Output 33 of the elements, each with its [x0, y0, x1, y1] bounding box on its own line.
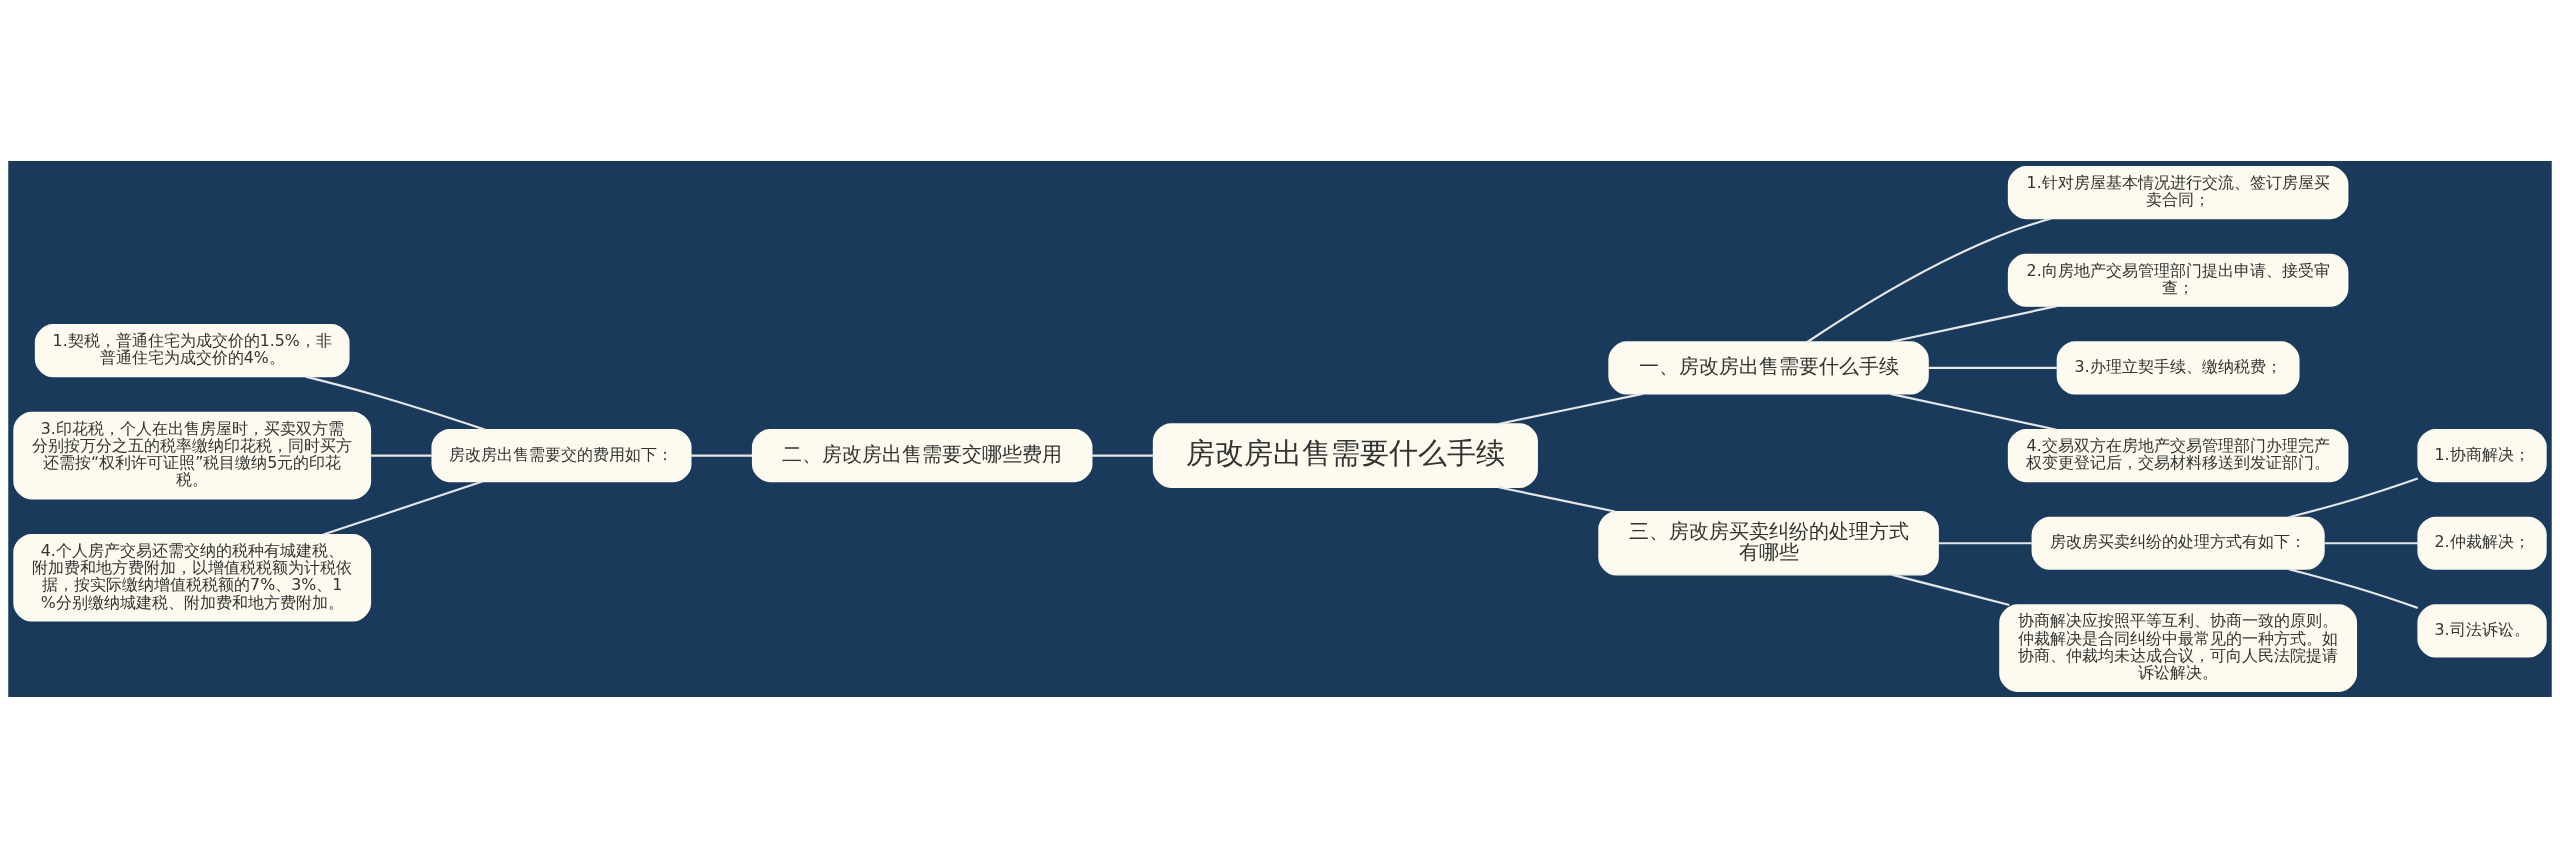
- connector: [1892, 573, 2010, 606]
- node-box: 二、房改房出售需要交哪些费用: [751, 428, 1093, 482]
- connector: [2288, 567, 2419, 609]
- node-box: 3.司法诉讼。: [2417, 603, 2547, 657]
- node-box: 3.印花税，个人在出售房屋时，买卖双方需分别按万分之五的税率缴纳印花税，同时买方还需按“权利许可证照”税目缴纳5元的印花税。: [13, 411, 372, 499]
- node-box: 三、房改房买卖纠纷的处理方式有哪些: [1598, 510, 1939, 576]
- connector: [691, 454, 753, 457]
- node-box: 房改房出售需要什么手续: [1152, 422, 1538, 488]
- connector: [1890, 392, 2057, 431]
- connector: [305, 375, 486, 431]
- node-box: 1.针对房屋基本情况进行交流、签订房屋买卖合同；: [2007, 165, 2349, 219]
- node-box: 房改房出售需要交的费用如下：: [431, 428, 692, 482]
- node-box: 4.个人房产交易还需交纳的税种有城建税、附加费和地方费附加，以增值税税额为计税依据，按实际缴纳增值税税额的7%、3%、1%分别缴纳城建税、附加费和地方费附加。: [13, 533, 372, 622]
- node-box: 房改房买卖纠纷的处理方式有如下：: [2031, 516, 2325, 570]
- connector: [1890, 304, 2057, 343]
- connector: [1928, 366, 2058, 369]
- connector: [2324, 541, 2419, 544]
- connector: [1498, 392, 1643, 425]
- connector: [1498, 485, 1616, 513]
- connector: [2288, 477, 2419, 518]
- connector: [370, 454, 432, 457]
- connector: [1938, 541, 2032, 544]
- node-box: 2.仲裁解决；: [2417, 516, 2547, 570]
- node-box: 协商解决应按照平等互利、协商一致的原则。仲裁解决是合同纠纷中最常见的一种方式。如协商、仲裁均未达成合议，可向人民法院提请诉讼解决。: [1999, 603, 2358, 692]
- connector: [1092, 454, 1154, 457]
- connector: [1806, 217, 2052, 343]
- node-box: 2.向房地产交易管理部门提出申请、接受审查；: [2007, 253, 2349, 307]
- node-box: 1.协商解决；: [2417, 428, 2547, 482]
- node-box: 1.契税，普通住宅为成交价的1.5%，非普通住宅为成交价的4%。: [34, 323, 350, 377]
- node-box: 4.交易双方在房地产交易管理部门办理完产权变更登记后，交易材料移送到发证部门。: [2007, 428, 2349, 482]
- connector: [323, 480, 483, 535]
- node-box: 3.办理立契手续、缴纳税费；: [2056, 340, 2300, 394]
- node-box: 一、房改房出售需要什么手续: [1608, 340, 1929, 394]
